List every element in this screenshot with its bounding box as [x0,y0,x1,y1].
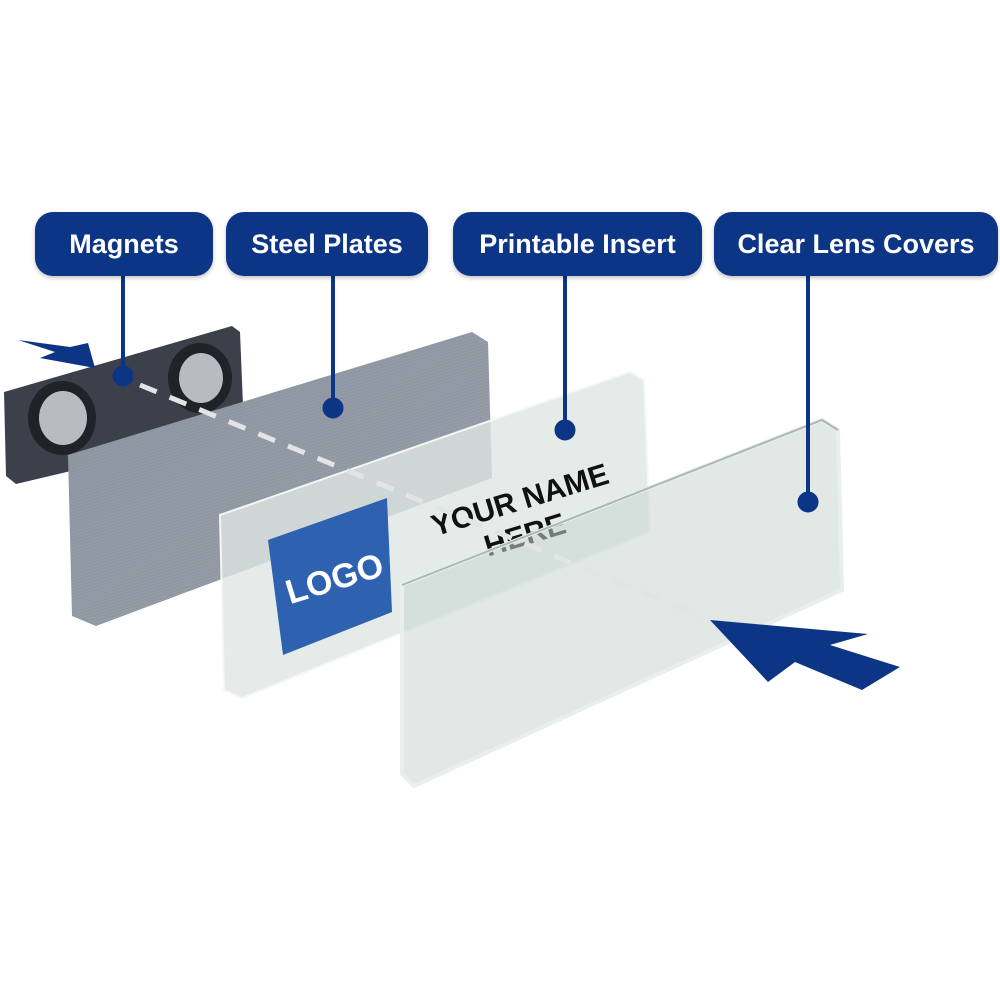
label-clear-lens-covers: Clear Lens Covers [714,212,998,276]
label-printable-insert: Printable Insert [453,212,702,276]
assembly-axis [139,382,711,623]
arrow-back-icon [18,340,95,368]
magnet-right [168,343,232,413]
logo-box [268,498,392,655]
leader-lines [112,276,819,513]
steel-plate [68,332,492,626]
magnet-left [28,381,96,455]
label-magnets: Magnets [35,212,213,276]
label-steel-plates: Steel Plates [226,212,428,276]
arrow-front-icon [710,620,900,690]
